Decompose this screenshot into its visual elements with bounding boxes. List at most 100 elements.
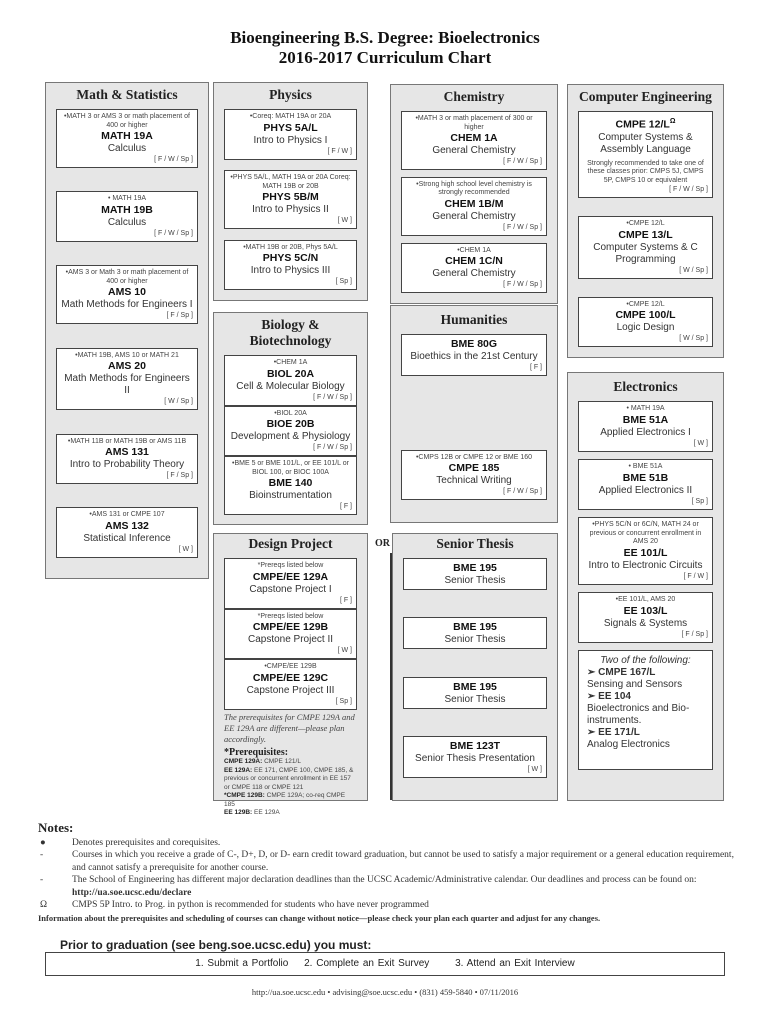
course-code: CMPE 185 — [406, 462, 542, 475]
course-code: EE 101/L — [583, 547, 708, 560]
course-prerequisite: •EE 101/L, AMS 20 — [615, 596, 676, 603]
course-code-text: CMPE 12/L — [615, 118, 670, 131]
or-divider — [390, 553, 392, 800]
course-code-text: BME 195 — [453, 562, 497, 574]
course-code-text: BME 51A — [622, 413, 669, 426]
course-term: [ W / Sp ] — [164, 398, 193, 406]
course-term: [ F / Sp ] — [166, 472, 193, 480]
section-title: Design Project — [248, 536, 333, 551]
course-code-text: BIOE 20B — [266, 418, 315, 430]
course-code-text: CMPE/EE 129C — [252, 671, 329, 684]
section-title: Electronics — [613, 379, 678, 394]
prereq-label: EE 129A: — [224, 766, 253, 774]
course-term: [ Sp ] — [335, 697, 352, 705]
note-text: CMPS 5P Intro. to Prog. in python is rec… — [72, 899, 429, 912]
declare-link[interactable]: http://ua.soe.ucsc.edu/declare — [72, 887, 192, 898]
course-prerequisite: •Coreq: MATH 19A or 20A — [249, 113, 332, 120]
course-term: [ F / W / Sp ] — [503, 223, 542, 231]
course-term: [ F / W ] — [683, 572, 709, 580]
course-name: Bioethics in the 21st Century — [410, 351, 538, 362]
course-code-text: CMPE/EE 129B — [252, 621, 329, 633]
course-code-text: PHYS 5A/L — [263, 121, 318, 134]
bullet-arrow-icon: ➢ — [587, 691, 599, 702]
design-prereq-note: The prerequisites for CMPE 129A and EE 1… — [224, 712, 355, 744]
course-prerequisite: •MATH 3 or math placement of 300 or high… — [415, 115, 533, 131]
course-name: Technical Writing — [436, 475, 512, 486]
course-code: BME 140 — [229, 477, 352, 490]
course-name: Senior Thesis — [444, 575, 506, 586]
course-term: [ Sp ] — [691, 497, 708, 505]
course-code: CMPE 12/LΩ — [583, 115, 708, 132]
prereq-item: *CMPE 129B: CMPE 129A; co-req CMPE 185 — [224, 792, 357, 809]
course-code-text: AMS 131 — [105, 446, 149, 459]
course-prerequisite: •CMPS 12B or CMPE 12 or BME 160 — [415, 453, 533, 461]
prereq-heading: *Prerequisites: — [224, 747, 289, 758]
course-prerequisite: •CHEM 1A — [273, 359, 308, 366]
course-prerequisite: •AMS 131 or CMPE 107 — [89, 511, 165, 519]
course-name: Computer Systems & Assembly Language — [598, 131, 693, 155]
course-list: •MATH 3 or AMS 3 or math placement of 40… — [56, 109, 198, 558]
elective-course: ➢ EE 171/L — [587, 727, 704, 739]
course-term: [ F ] — [529, 364, 542, 371]
note-text: Courses in which you receive a grade of … — [72, 849, 738, 874]
course-term: [ F / W ] — [327, 147, 353, 155]
course-prerequisite: •BIOL 20A — [274, 409, 307, 417]
note-marker: - — [40, 875, 44, 885]
course-code-text: MATH 19B — [101, 203, 153, 216]
course-name: General Chemistry — [432, 268, 516, 279]
graduation-step: 1. Submit a Portfolio — [195, 958, 289, 969]
course-code: CMPE 100/L — [583, 309, 708, 322]
course-name: Applied Electronics II — [598, 484, 693, 496]
prereq-text: EE 129A — [254, 809, 280, 816]
elective-course: ➢ EE 104 — [587, 691, 704, 703]
course-code: BME 51B — [583, 472, 708, 485]
prereq-text: CMPE 121/L — [264, 758, 301, 765]
course-card: •PHYS 5A/L, MATH 19A or 20A Coreq: MATH … — [224, 170, 357, 229]
math-statistics-panel: Math & Statistics•MATH 3 or AMS 3 or mat… — [45, 82, 209, 579]
footer-contact: http://ua.soe.ucsc.edu • advising@soe.uc… — [251, 987, 519, 997]
course-code: BIOL 20A — [229, 368, 352, 381]
course-code-text: CHEM 1B/M — [444, 197, 504, 210]
course-code: PHYS 5B/M — [229, 191, 352, 204]
bullet-arrow-icon: ➢ — [587, 727, 599, 738]
course-term: [ W / Sp ] — [679, 335, 708, 342]
course-code-text: EE 103/L — [623, 604, 668, 617]
course-name: Development & Physiology — [230, 431, 351, 442]
course-prerequisite: *Prereqs listed below — [257, 612, 324, 620]
bullet-arrow-icon: ➢ — [587, 667, 599, 678]
note-text: The School of Engineering has different … — [72, 874, 738, 899]
note-marker: ● — [40, 837, 46, 848]
course-name: Capstone Project III — [246, 684, 335, 696]
course-code: AMS 20 — [61, 360, 193, 373]
course-code: PHYS 5A/L — [229, 122, 352, 135]
course-name: General Chemistry — [432, 145, 516, 156]
course-term: [ F ] — [339, 503, 352, 510]
course-code: BME 51A — [583, 414, 708, 427]
course-code: BME 195 — [408, 681, 542, 694]
course-term: [ F / W / Sp ] — [669, 186, 708, 193]
course-prerequisite: •MATH 11B or MATH 19B or AMS 11B — [67, 437, 187, 445]
course-term: [ F / W / Sp ] — [154, 156, 193, 163]
course-code: CHEM 1C/N — [406, 255, 542, 268]
prereq-item: EE 129A: EE 171, CMPE 100, CMPE 185, & p… — [224, 767, 357, 793]
course-code: AMS 131 — [61, 446, 193, 459]
course-term: [ F ] — [339, 596, 352, 604]
prereq-text: CMPE 129A; co-req CMPE 185 — [224, 792, 346, 808]
course-code-text: AMS 10 — [108, 286, 146, 299]
course-prerequisite: • MATH 19A — [107, 195, 147, 203]
course-code-text: PHYS 5C/N — [262, 252, 319, 264]
prereq-text: EE 171, CMPE 100, CMPE 185, & previous o… — [224, 766, 354, 791]
course-name: Senior Thesis — [444, 693, 506, 705]
